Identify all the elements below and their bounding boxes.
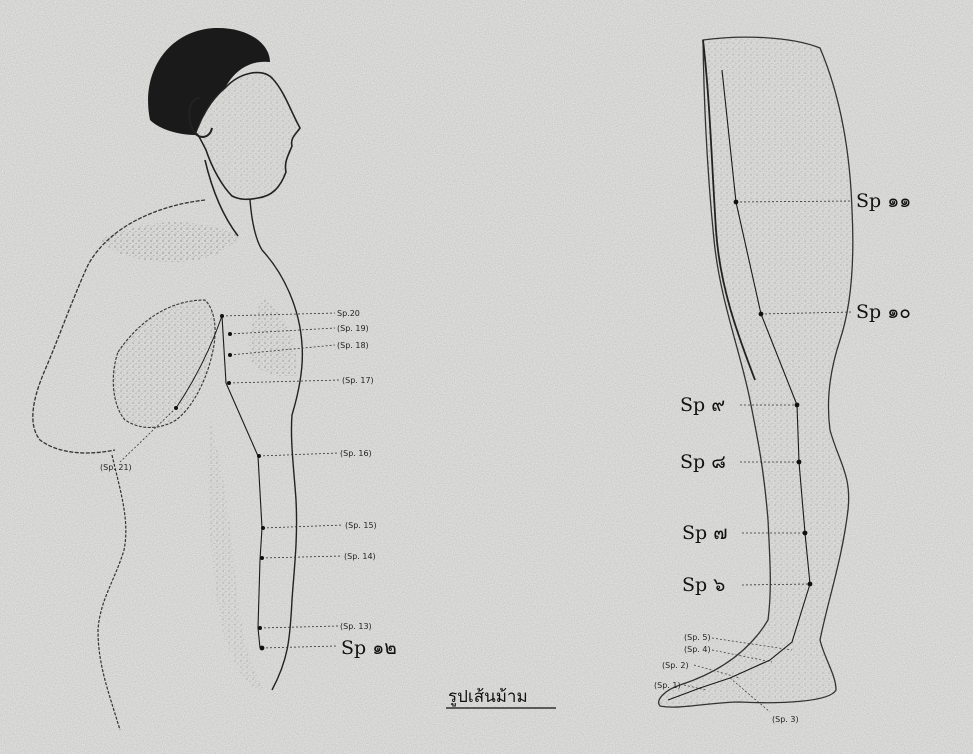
point-sp16 (257, 454, 261, 458)
point-sp15 (261, 526, 265, 530)
label-sp9: Sp ๙ (680, 394, 725, 416)
point-sp18 (228, 353, 232, 357)
point-sp10 (759, 312, 764, 317)
label-sp10: Sp ๑๐ (856, 301, 911, 323)
point-sp13 (258, 626, 262, 630)
point-sp7 (803, 531, 808, 536)
point-sp19 (228, 332, 232, 336)
label-sp15: (Sp. 15) (345, 521, 377, 530)
label-sp7: Sp ๗ (682, 522, 728, 544)
point-sp6 (808, 582, 813, 587)
label-sp6: Sp ๖ (682, 574, 725, 596)
label-sp5: (Sp. 5) (684, 633, 711, 642)
label-sp12: Sp ๑๒ (341, 637, 397, 659)
label-sp21: (Sp. 21) (100, 463, 132, 472)
label-sp19: (Sp. 19) (337, 324, 369, 333)
label-sp20: Sp.20 (337, 309, 360, 318)
point-sp17 (227, 381, 231, 385)
figure-caption: รูปเส้นม้าม (448, 687, 528, 707)
label-sp13: (Sp. 13) (340, 622, 372, 631)
label-sp8: Sp ๘ (680, 451, 726, 473)
point-sp8 (797, 460, 802, 465)
label-sp17: (Sp. 17) (342, 376, 374, 385)
point-sp14 (260, 556, 264, 560)
label-sp1: (Sp. 1) (654, 681, 681, 690)
point-sp20 (220, 314, 224, 318)
label-sp18: (Sp. 18) (337, 341, 369, 350)
label-sp2: (Sp. 2) (662, 661, 689, 670)
point-sp9 (795, 403, 800, 408)
label-sp3: (Sp. 3) (772, 715, 799, 724)
label-sp16: (Sp. 16) (340, 449, 372, 458)
label-sp14: (Sp. 14) (344, 552, 376, 561)
label-sp11: Sp ๑๑ (856, 190, 911, 212)
point-sp12 (260, 646, 265, 651)
point-sp11 (734, 200, 739, 205)
label-sp4: (Sp. 4) (684, 645, 711, 654)
point-sp21 (174, 406, 178, 410)
